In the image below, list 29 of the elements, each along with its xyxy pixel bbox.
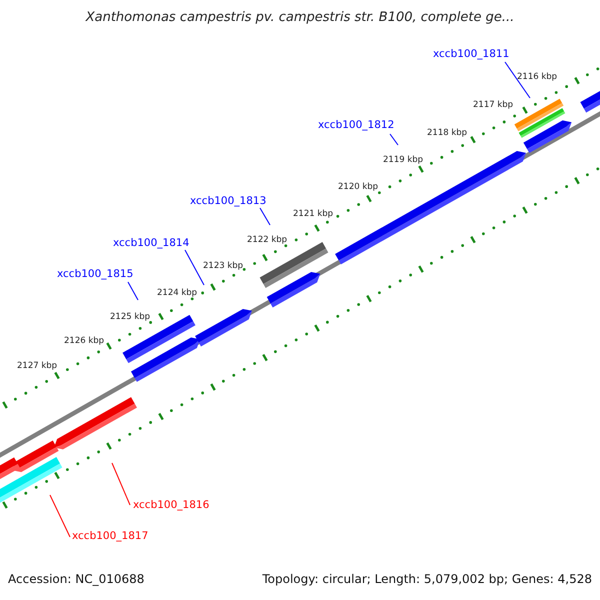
- map-info: Accession: NC_010688: [8, 571, 144, 588]
- position-label: 2125 kbp: [110, 313, 150, 322]
- gene-label: xccb100_1811: [433, 49, 510, 60]
- gene-label: xccb100_1816: [133, 500, 210, 510]
- position-label: 2127 kbp: [17, 362, 58, 370]
- leader-line: [112, 462, 130, 506]
- position-label: 2121 kbp: [293, 210, 334, 218]
- gene-label: xccb100_1814: [113, 238, 190, 248]
- position-label: 2120 kbp: [338, 183, 378, 192]
- leader-line: [504, 62, 530, 98]
- gene-label: xccb100_1817: [72, 531, 148, 542]
- map-info: Topology: circular; Length: 5,079,002 bp; Genes: 4,528: [262, 571, 592, 588]
- position-label: 2126 kbp: [64, 337, 104, 346]
- leader-line: [390, 134, 398, 146]
- gene-label: xccb100_1813: [190, 196, 266, 206]
- leader-line: [184, 250, 204, 286]
- leader-line: [50, 494, 70, 538]
- gene-label: xccb100_1812: [318, 120, 394, 130]
- position-label: 2123 kbp: [203, 262, 244, 270]
- position-label: 2122 kbp: [247, 236, 288, 244]
- position-label: 2119 kbp: [383, 156, 424, 164]
- position-label: 2118 kbp: [427, 129, 468, 138]
- gene-label: xccb100_1815: [57, 269, 134, 280]
- leader-line: [260, 208, 270, 226]
- position-label: 2124 kbp: [157, 289, 198, 298]
- position-label: 2116 kbp: [517, 73, 558, 82]
- map-title: Xanthomonas campestris pv. campestris str. B100, complete ge...: [84, 9, 516, 27]
- position-label: 2117 kbp: [473, 101, 514, 110]
- leader-line: [128, 282, 138, 300]
